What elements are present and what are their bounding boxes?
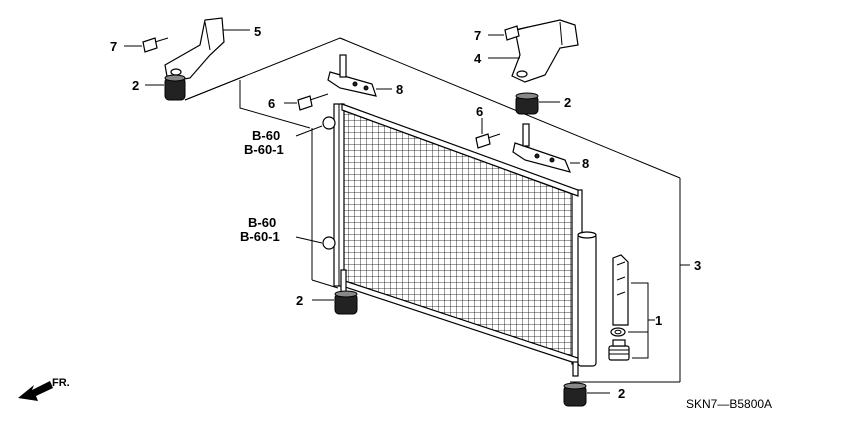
ref-lower-line1: B-60 bbox=[248, 215, 276, 230]
upper-fitting bbox=[322, 116, 336, 130]
bolt-7-right bbox=[488, 25, 529, 41]
callout-8-upper: 8 bbox=[396, 82, 403, 97]
callout-2-lower-right: 2 bbox=[618, 386, 625, 401]
side-bracket-lower bbox=[512, 123, 580, 173]
receiver-dryer bbox=[577, 231, 597, 367]
upper-bracket-5 bbox=[164, 17, 250, 83]
drain-plug bbox=[608, 339, 630, 361]
callout-1: 1 bbox=[655, 313, 662, 328]
callout-7-left: 7 bbox=[110, 39, 117, 54]
condenser bbox=[322, 103, 583, 377]
bolt-6-lower bbox=[475, 118, 501, 149]
callout-4: 4 bbox=[474, 51, 482, 66]
side-bracket-upper bbox=[327, 54, 392, 97]
callout-6-upper: 6 bbox=[268, 96, 275, 111]
callout-2-upper-right: 2 bbox=[564, 95, 571, 110]
front-label: FR. bbox=[52, 377, 70, 389]
diagram-code: SKN7—B5800A bbox=[686, 397, 772, 411]
callout-5: 5 bbox=[254, 24, 261, 39]
mount-cushion-upper-left bbox=[145, 74, 186, 101]
assembly-outline bbox=[184, 37, 681, 383]
ref-lower-line2: B-60-1 bbox=[240, 229, 280, 244]
ref-upper-line2: B-60-1 bbox=[244, 142, 284, 157]
callout-3: 3 bbox=[694, 258, 701, 273]
mount-cushion-upper-right bbox=[515, 92, 560, 115]
mount-cushion-lower-left bbox=[312, 290, 358, 315]
mount-cushion-lower-right bbox=[563, 382, 610, 407]
desiccant-kit bbox=[608, 254, 655, 361]
bolt-7-left bbox=[124, 37, 169, 53]
front-arrow-icon bbox=[18, 381, 53, 401]
ref-upper-line1: B-60 bbox=[252, 128, 280, 143]
callout-7-right: 7 bbox=[474, 28, 481, 43]
callout-8-lower: 8 bbox=[582, 156, 589, 171]
callout-6-lower: 6 bbox=[476, 104, 483, 119]
bolt-6-upper bbox=[284, 93, 329, 111]
callout-2-upper-left: 2 bbox=[132, 78, 139, 93]
upper-bracket-4 bbox=[488, 19, 579, 83]
callout-2-lower-left: 2 bbox=[296, 293, 303, 308]
lower-fitting bbox=[322, 236, 336, 250]
